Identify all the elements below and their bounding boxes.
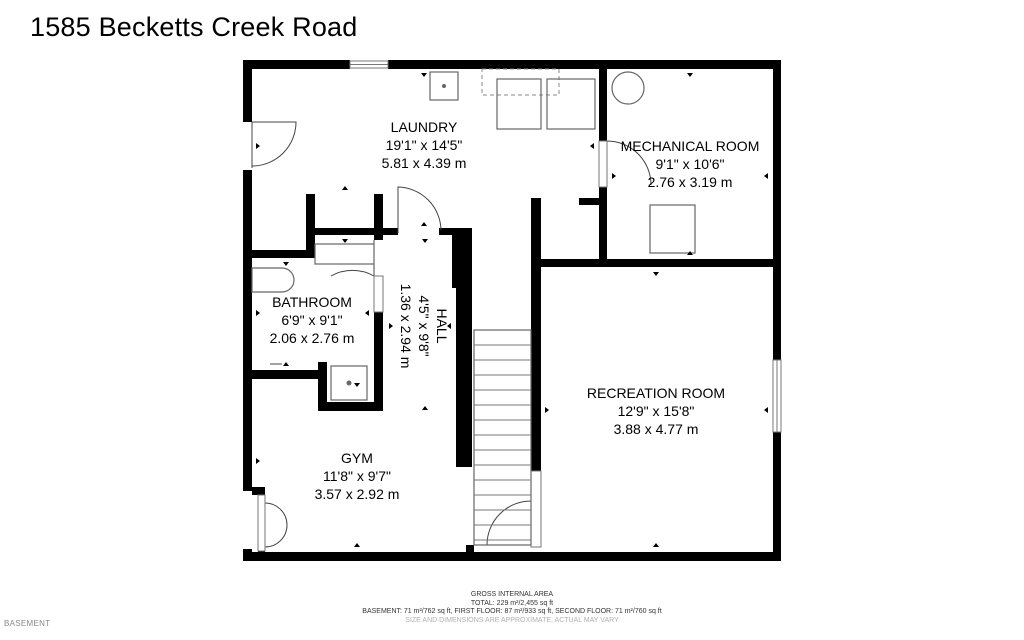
doors [251,121,652,552]
page-title: 1585 Becketts Creek Road [30,12,358,42]
dimension-marker [421,222,427,226]
dimension-marker [458,458,462,464]
area-breakdown: BASEMENT: 71 m²/762 sq ft, FIRST FLOOR: … [362,608,662,616]
dimension-marker [389,323,393,329]
laundry-name: LAUNDRY [391,119,458,135]
laundry-metric: 5.81 x 4.39 m [382,155,467,171]
hall-imperial: 4'5" x 9'8" [416,295,432,356]
dimension-marker [421,73,427,77]
dimension-markers [256,73,768,547]
gym-name: GYM [341,450,373,466]
gross-internal-area: GROSS INTERNAL AREA TOTAL: 229 m²/2,455 … [300,591,724,625]
dimension-marker [687,251,693,255]
dimension-marker [545,407,549,413]
area-disclaimer: SIZE AND DIMENSIONS ARE APPROXIMATE, ACT… [405,616,619,624]
stairs [474,344,531,541]
mechanical-imperial: 9'1" x 10'6" [656,156,725,172]
room-labels: LAUNDRY 19'1" x 14'5" 5.81 x 4.39 m MECH… [270,119,760,502]
dimension-marker [447,323,451,329]
dimension-marker [590,143,594,149]
dimension-marker [365,310,369,316]
bathroom-metric: 2.06 x 2.76 m [270,330,355,346]
dimension-marker [283,262,289,266]
mechanical-name: MECHANICAL ROOM [621,138,760,154]
dimension-marker [653,272,659,276]
mechanical-metric: 2.76 x 3.19 m [648,174,733,190]
dimension-marker [342,186,348,190]
dimension-marker [256,310,260,316]
windows [349,60,782,433]
gym-metric: 3.57 x 2.92 m [315,486,400,502]
dimension-marker [764,407,768,413]
walls [243,60,781,561]
dimension-marker [612,173,616,179]
hall-name: HALL [434,308,450,343]
dimension-marker [422,239,428,243]
dimension-marker [256,143,260,149]
area-total: TOTAL: 229 m²/2,455 sq ft [470,599,554,607]
dimension-marker [764,173,768,179]
dimension-marker [342,239,348,243]
dimension-marker [422,406,428,410]
area-heading: GROSS INTERNAL AREA [470,591,554,598]
hall-metric: 1.36 x 2.94 m [398,284,414,369]
bathroom-name: BATHROOM [272,294,352,310]
bathroom-imperial: 6'9" x 9'1" [281,312,342,328]
dimension-marker [354,383,360,387]
recreation-name: RECREATION ROOM [587,385,725,401]
recreation-metric: 3.88 x 4.77 m [614,421,699,437]
fixtures [251,68,696,546]
dimension-marker [354,543,360,547]
gym-imperial: 11'8" x 9'7" [323,468,391,484]
dimension-marker [687,73,693,77]
dimension-marker [653,543,659,547]
laundry-imperial: 19'1" x 14'5" [386,137,463,153]
floor-label: BASEMENT [4,619,51,628]
dimension-marker [256,458,260,464]
dimension-marker [283,362,289,366]
recreation-imperial: 12'9" x 15'8" [618,403,695,419]
